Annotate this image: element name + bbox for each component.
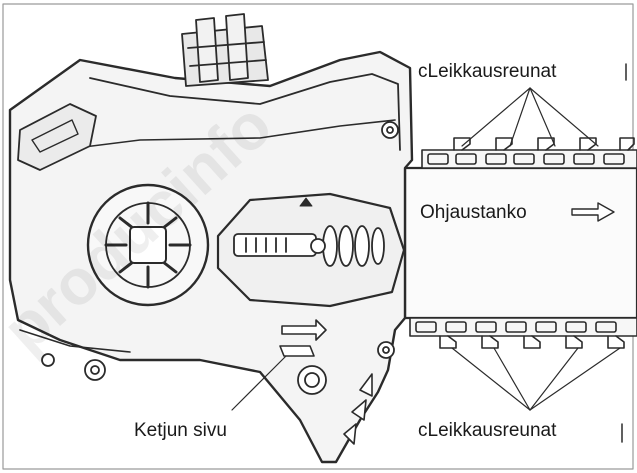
label-chain-side: Ketjun sivu xyxy=(134,421,227,440)
label-guide-bar: Ohjaustanko xyxy=(420,203,527,222)
label-cutting-edges-top: cLeikkausreunat xyxy=(418,62,556,81)
label-cutting-edges-bottom: cLeikkausreunat xyxy=(418,421,556,440)
guide-bar xyxy=(405,168,637,318)
